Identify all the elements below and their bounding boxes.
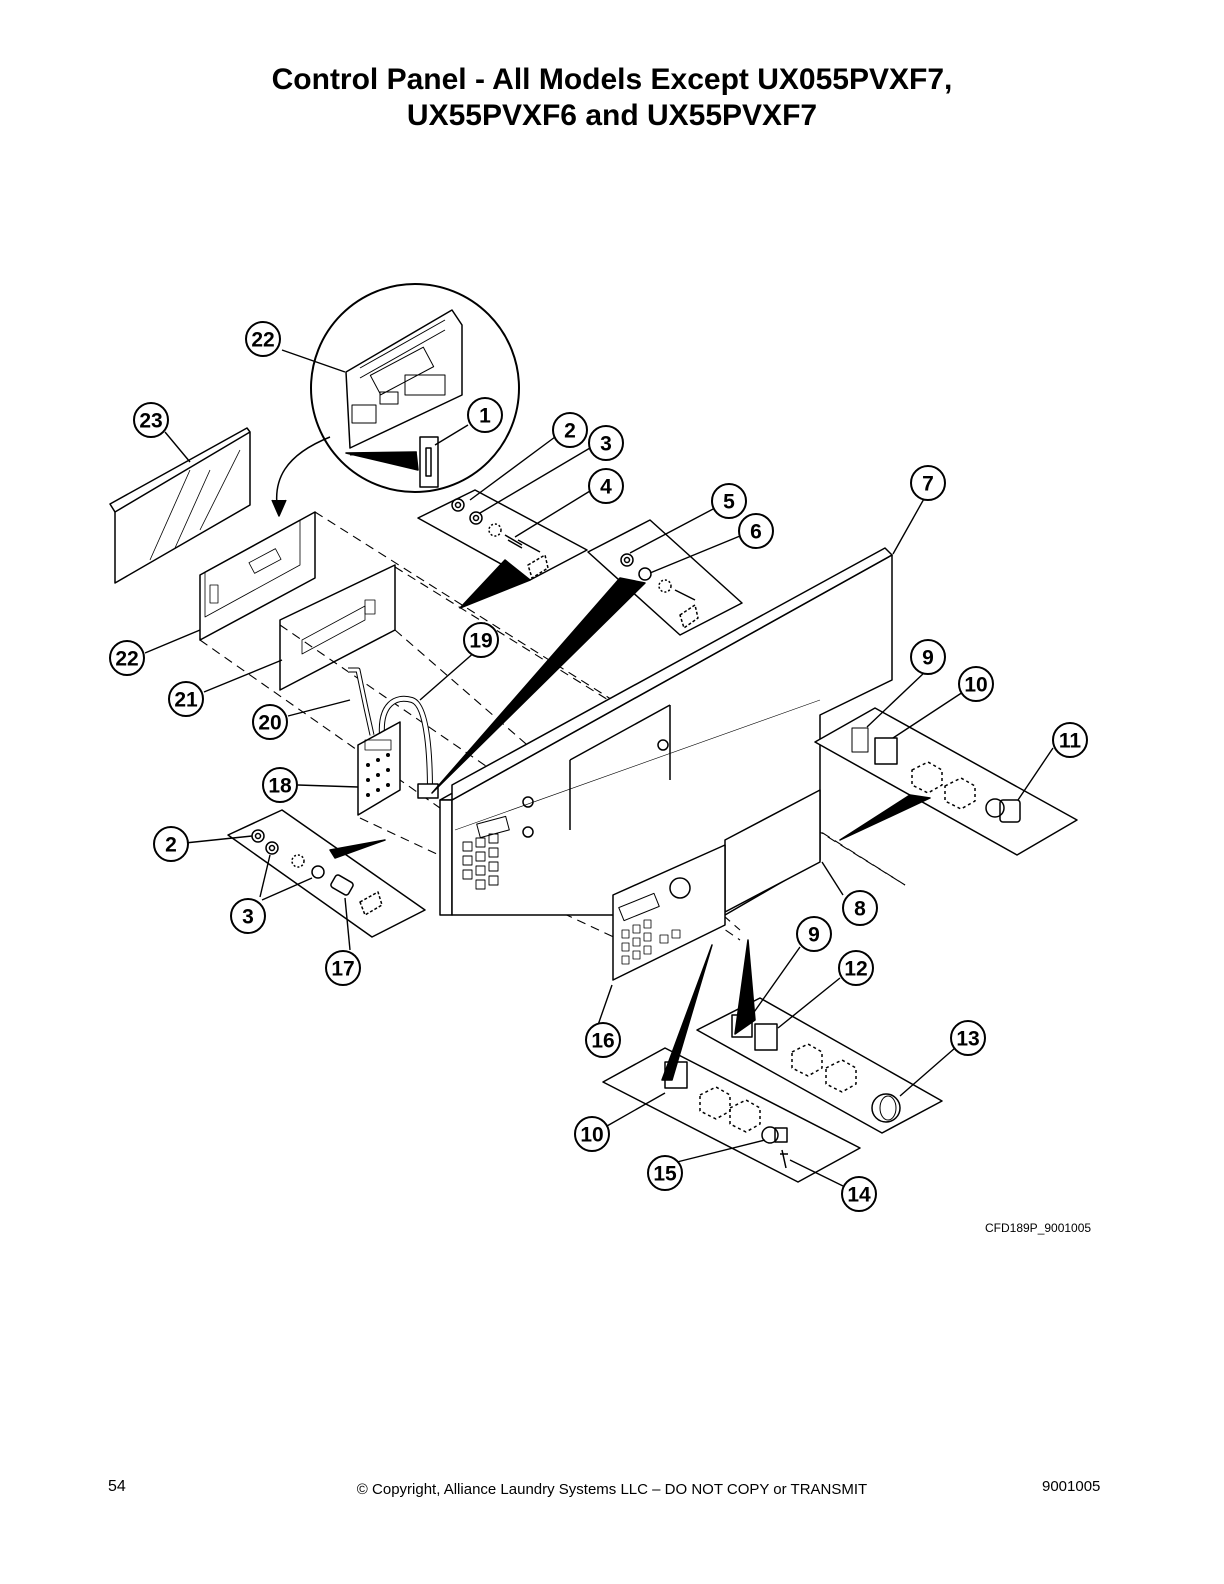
hardware-box-2-3-17 — [227, 809, 426, 938]
callout-2-bottom — [153, 826, 189, 862]
callout-13-label: 13 — [956, 1028, 979, 1051]
callout-2-top-label: 2 — [564, 420, 576, 443]
callout-3-bottom — [230, 898, 266, 934]
callout-10-bottom-label: 10 — [580, 1124, 603, 1147]
callout-17 — [325, 950, 361, 986]
callout-10-top-label: 10 — [964, 674, 987, 697]
callout-16-label: 16 — [591, 1030, 614, 1053]
figure-reference: CFD189P_9001005 — [985, 1221, 1092, 1235]
part-23-sheet — [109, 427, 251, 584]
callout-7-label: 7 — [922, 473, 934, 496]
hardware-box-10-14-15 — [602, 944, 861, 1183]
callout-2-top — [552, 412, 588, 448]
callout-20-label: 20 — [258, 712, 281, 735]
part-18-keypad-board — [357, 721, 401, 816]
callout-5-label: 5 — [723, 491, 735, 514]
callout-10-bottom — [574, 1116, 610, 1152]
callout-12 — [838, 950, 874, 986]
part-22-board — [199, 511, 316, 641]
callout-22-top — [245, 321, 281, 357]
callout-1-label: 1 — [479, 405, 491, 428]
callout-18-label: 18 — [268, 775, 292, 798]
part-16-front-overlay — [612, 844, 726, 981]
document-number: 9001005 — [1042, 1478, 1101, 1495]
callout-3-top-label: 3 — [600, 433, 612, 456]
page-title-line-2: UX55PVXF6 and UX55PVXF7 — [406, 99, 818, 132]
callout-23-label: 23 — [139, 410, 162, 433]
callout-group — [109, 321, 1088, 1212]
callout-9-bottom-label: 9 — [808, 924, 820, 947]
callout-11-label: 11 — [1059, 730, 1082, 753]
callout-9-top — [910, 639, 946, 675]
callout-15 — [647, 1155, 683, 1191]
hardware-box-2-3-4 — [417, 489, 588, 609]
callout-10-top — [958, 666, 994, 702]
callout-12-label: 12 — [844, 958, 867, 981]
callout-6-label: 6 — [750, 521, 762, 544]
callout-22-top-label: 22 — [251, 329, 274, 352]
part-19-cable — [378, 695, 439, 799]
callout-9-top-label: 9 — [922, 647, 934, 670]
hardware-box-9-10-11 — [814, 707, 1078, 856]
callout-14 — [841, 1176, 877, 1212]
callout-9-bottom — [796, 916, 832, 952]
callout-19-label: 19 — [469, 630, 492, 653]
copyright-notice: © Copyright, Alliance Laundry Systems LL… — [356, 1481, 868, 1498]
callout-21 — [168, 681, 204, 717]
callout-2-bottom-label: 2 — [165, 834, 177, 857]
callout-14-label: 14 — [847, 1184, 871, 1207]
page-number: 54 — [108, 1478, 126, 1495]
callout-11 — [1052, 722, 1088, 758]
callout-15-label: 15 — [653, 1163, 677, 1186]
callout-13 — [950, 1020, 986, 1056]
callout-22-left-label: 22 — [115, 648, 138, 671]
callout-21-label: 21 — [174, 689, 198, 712]
callout-23 — [133, 402, 169, 438]
callout-7 — [910, 465, 946, 501]
callout-20 — [252, 704, 288, 740]
callout-22-left — [109, 640, 145, 676]
callout-4-label: 4 — [600, 476, 612, 499]
callout-3-top — [588, 425, 624, 461]
callout-8-label: 8 — [854, 898, 866, 921]
callout-17-label: 17 — [331, 958, 354, 981]
callout-18 — [262, 767, 298, 803]
callout-3-bottom-label: 3 — [242, 906, 254, 929]
callout-4 — [588, 468, 624, 504]
part-20-cable — [348, 667, 375, 736]
hardware-box-5-6 — [431, 519, 743, 794]
page-title-line-1: Control Panel - All Models Except UX055P… — [271, 63, 953, 96]
callout-19 — [463, 622, 499, 658]
callout-8 — [842, 890, 878, 926]
callout-1 — [467, 397, 503, 433]
callout-16 — [585, 1022, 621, 1058]
detail-magnifier-circle — [271, 283, 520, 517]
hardware-box-9-12-13 — [696, 939, 943, 1134]
callout-5 — [711, 483, 747, 519]
callout-6 — [738, 513, 774, 549]
